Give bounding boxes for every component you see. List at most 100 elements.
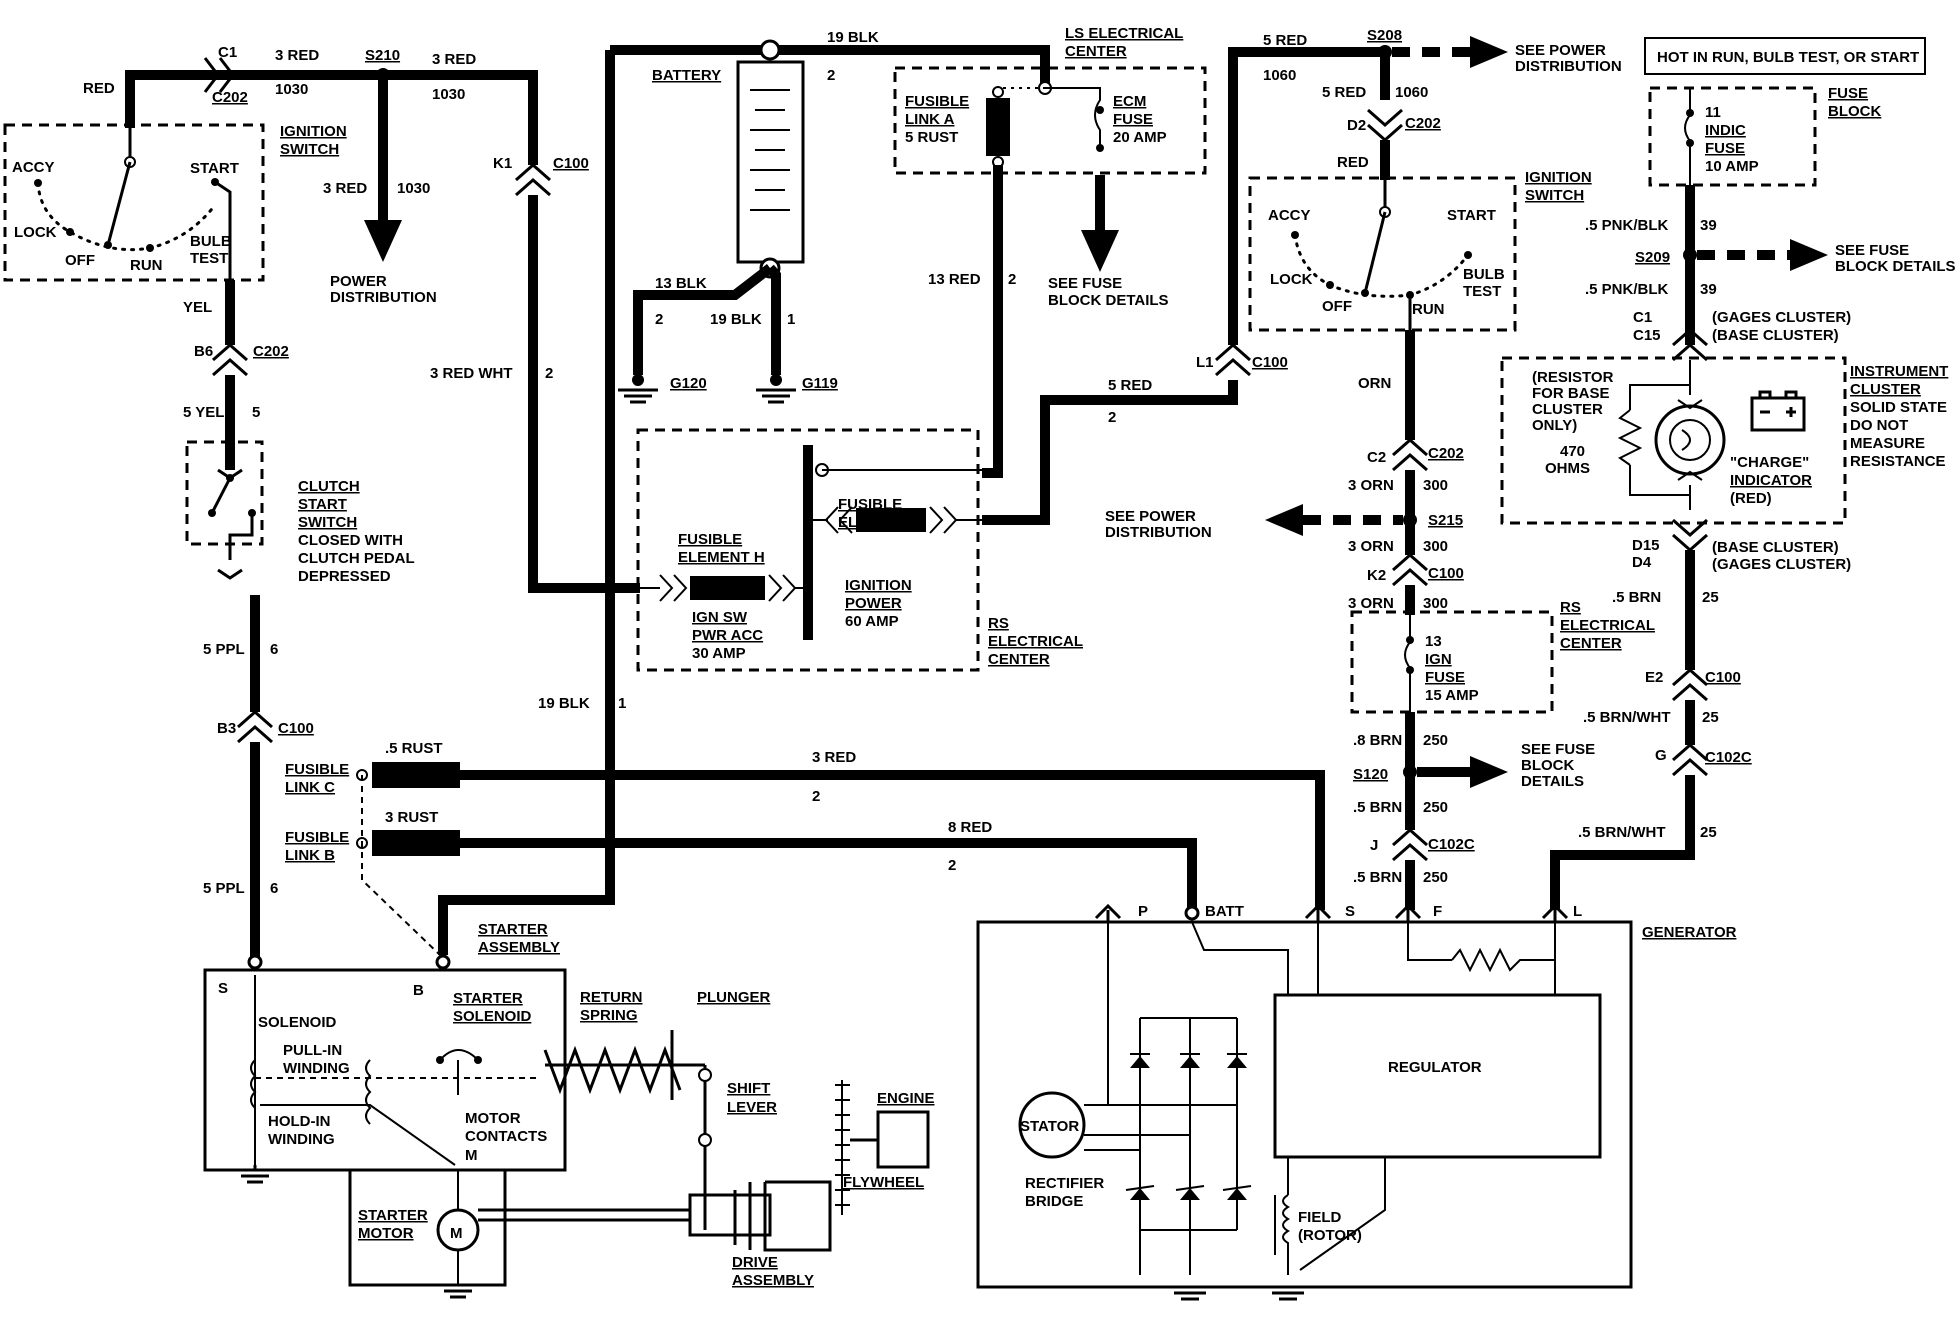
splice-label-s210: S210 xyxy=(365,47,400,64)
see-fuse-details-arrow xyxy=(1790,239,1828,271)
pull-in-winding xyxy=(365,1059,372,1125)
wire-label-13blk: 13 BLK xyxy=(655,275,707,292)
wire-label-2-k1: 2 xyxy=(545,365,553,382)
ign-fuse-bottom xyxy=(1406,666,1414,674)
shift-lever-pivot-top xyxy=(698,1068,712,1082)
g119-label: G119 xyxy=(802,375,838,392)
battery-positive xyxy=(759,39,781,61)
connector-c1 xyxy=(203,57,235,93)
c100-l1-label: C100 xyxy=(1252,354,1288,371)
drive-assembly-label-1: DRIVE xyxy=(732,1254,778,1271)
ign-acc-label-1: IGN SW xyxy=(692,609,748,626)
ign2-off xyxy=(1361,289,1369,297)
wire-label-8red: 8 RED xyxy=(948,819,992,836)
wire-13blk xyxy=(633,264,774,375)
stator-label: STATOR xyxy=(1020,1118,1079,1135)
battery-label: BATTERY xyxy=(652,67,721,84)
see-power-dist2-label-1: SEE POWER xyxy=(1105,508,1196,525)
c1-label: C1 xyxy=(218,44,237,61)
g-label: G xyxy=(1655,747,1667,764)
wire-label-39-b: 39 xyxy=(1700,281,1717,298)
j-label: J xyxy=(1370,837,1378,854)
wire-label-300-b: 300 xyxy=(1423,538,1448,555)
wire-label-6-a: 6 xyxy=(270,641,278,658)
engine-block xyxy=(876,1110,930,1169)
wire-label-3orn-b: 3 ORN xyxy=(1348,538,1394,555)
see-power-dist2-label-2: DISTRIBUTION xyxy=(1105,524,1212,541)
ecm-fuse-top xyxy=(1096,106,1104,114)
fusible-link-a xyxy=(986,98,1010,156)
see-power-dist-arrow-2 xyxy=(1265,504,1303,536)
ign-switch2-label-2: SWITCH xyxy=(1525,187,1584,204)
wire-label-1060-r: 1060 xyxy=(1263,67,1296,84)
p-terminal-label: P xyxy=(1138,903,1148,920)
connector-e2 xyxy=(1672,667,1708,702)
stator xyxy=(1018,1091,1086,1159)
wire-label-5red-r2: 5 RED xyxy=(1322,84,1366,101)
wire-label-3red-a: 3 RED xyxy=(275,47,319,64)
indic-fuse-label-3: FUSE xyxy=(1705,140,1745,157)
starter-solenoid-label-2: SOLENOID xyxy=(453,1008,532,1025)
wire-label-5red-mid: 5 RED xyxy=(1108,377,1152,394)
ign-start-contact xyxy=(211,178,219,186)
wire-label-3red-s: 3 RED xyxy=(812,749,856,766)
ign-fuse-label-4: 15 AMP xyxy=(1425,687,1479,704)
test-label: TEST xyxy=(190,250,228,267)
splice-s120 xyxy=(1403,765,1417,779)
resistor-label-3: CLUSTER xyxy=(1532,401,1603,418)
c102c-j-label: C102C xyxy=(1428,836,1475,853)
hold-in-label-1: HOLD-IN xyxy=(268,1113,331,1130)
ign-power-label-2: POWER xyxy=(845,595,902,612)
splice-label-s215: S215 xyxy=(1428,512,1463,529)
pull-in-label-2: WINDING xyxy=(283,1060,350,1077)
wire-label-3orn-a: 3 ORN xyxy=(1348,477,1394,494)
lock-label: LOCK xyxy=(14,224,57,241)
ecm-fuse-bottom xyxy=(1096,144,1104,152)
wire-label-2-13red: 2 xyxy=(1008,271,1016,288)
fuse-block-label-2: BLOCK xyxy=(1828,103,1881,120)
wire-label-19blk-g: 19 BLK xyxy=(710,311,762,328)
wire-label-3red-c: 3 RED xyxy=(323,180,367,197)
fusible-link-a-label-3: 5 RUST xyxy=(905,129,958,146)
wire-label-250-c: 250 xyxy=(1423,869,1448,886)
connector-g xyxy=(1672,742,1708,777)
ign-fuse-label-3: FUSE xyxy=(1425,669,1465,686)
regulator xyxy=(1273,993,1602,1159)
starter-assembly-label-1: STARTER xyxy=(478,921,548,938)
shift-lever-label-2: LEVER xyxy=(727,1099,777,1116)
wire-5brnwht-l xyxy=(1550,775,1695,910)
splice-s209 xyxy=(1683,248,1697,262)
resistor-bottom-lead xyxy=(1629,465,1690,496)
generator-terminals xyxy=(1094,903,1569,922)
g120-label: G120 xyxy=(670,375,707,392)
ign2-accy xyxy=(1291,231,1299,239)
power-dist-arrow xyxy=(364,220,402,262)
wire-label-2-s: 2 xyxy=(812,788,820,805)
instrument-cluster-label-3: SOLID STATE xyxy=(1850,399,1947,416)
indic-fuse-top xyxy=(1686,109,1694,117)
clutch-label-2: START xyxy=(298,496,347,513)
wire-label-5brnwht-a: .5 BRN/WHT xyxy=(1583,709,1671,726)
see-fuse-arrow-a xyxy=(1081,230,1119,272)
wire-label-5rust: .5 RUST xyxy=(385,740,443,757)
wire-5red-l1 xyxy=(982,380,1238,525)
wire-label-2-batt: 2 xyxy=(948,857,956,874)
charge-label-2: INDICATOR xyxy=(1730,472,1812,489)
field-rotor-coil xyxy=(1274,1157,1290,1275)
ecm-fuse-label-1: ECM xyxy=(1113,93,1146,110)
rs-center-label-3: CENTER xyxy=(988,651,1050,668)
drive-assembly xyxy=(688,1193,772,1237)
connector-c2 xyxy=(1392,437,1428,472)
ign2-lock xyxy=(1326,281,1334,289)
c100-k1-label: C100 xyxy=(553,155,589,172)
wire-label-300-c: 300 xyxy=(1423,595,1448,612)
ign2-bulb xyxy=(1464,251,1472,259)
fusible-element-f xyxy=(808,506,982,534)
fusible-link-a-label-1: FUSIBLE xyxy=(905,93,969,110)
accy-label: ACCY xyxy=(12,159,55,176)
clutch-arrow xyxy=(217,468,243,580)
m-terminal-label: M xyxy=(465,1147,478,1164)
battery-and-centers xyxy=(618,39,1238,672)
wire-label-250-a: 250 xyxy=(1423,732,1448,749)
ohms-label-1: 470 xyxy=(1560,443,1585,460)
